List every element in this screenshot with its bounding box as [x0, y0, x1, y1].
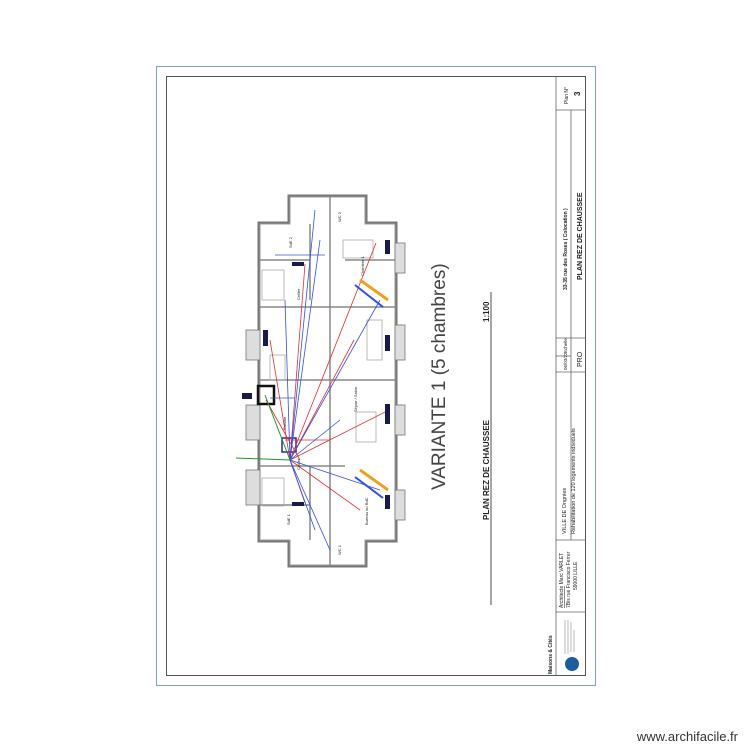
- room-label: Cellier: [296, 288, 301, 300]
- airflow-arrows: [354, 278, 389, 499]
- room-label: Bureau ou RdC: [364, 497, 369, 525]
- architect-address: 7Bis rue Francisco Ferrer: [566, 551, 572, 608]
- sheet-title: PLAN REZ DE CHAUSSEE: [577, 192, 584, 280]
- floor-plan: SdE 2 WC 2 Chambre 1 Cellier Séjour / Sa…: [235, 194, 406, 568]
- room-label: Chambre 1: [360, 255, 365, 276]
- plan-number-label: Plan N°: [564, 87, 570, 104]
- room-label: SdE 2: [288, 236, 293, 248]
- architect-label: Architecte: [559, 586, 565, 608]
- variant-title: VARIANTE 1 (5 chambres): [429, 263, 450, 490]
- architect-line: Architecte Marc VARLET: [559, 553, 565, 608]
- room-label: SdE 1: [286, 513, 291, 525]
- room-label: WC 1: [337, 544, 342, 555]
- client: VILLE DE Ongnies: [562, 488, 568, 534]
- phase: PRO: [577, 351, 584, 367]
- date: 06/03/22: [563, 352, 568, 370]
- plan-number: 3: [573, 91, 582, 96]
- room-label: WC 2: [337, 211, 342, 222]
- sheet-inner-border: [166, 76, 586, 676]
- logo-text-lines: [564, 620, 575, 654]
- room-label: Séjour / Salon: [353, 387, 358, 412]
- title-block: [555, 76, 586, 676]
- plan-scale: 1:100: [482, 301, 491, 322]
- architect-city: 59000 LILLE: [573, 561, 579, 590]
- room-label: Cuisine: [282, 416, 287, 430]
- address: 33-35 rue des Roses ( Colocation ): [563, 208, 569, 290]
- scale-label: Echelle: [563, 338, 568, 353]
- watermark: www.archifacile.fr: [636, 729, 738, 744]
- company-name: Maisons & Cités: [548, 635, 554, 674]
- project: Réhabilitation de 120 logements individu…: [571, 428, 577, 534]
- extract-ducts: [270, 209, 381, 551]
- outdoor-duct: [235, 457, 291, 461]
- room-label: Cellier: [296, 458, 301, 470]
- plan-title: PLAN REZ DE CHAUSSEE: [482, 419, 491, 520]
- company-logo: [565, 657, 579, 671]
- architect-name: Marc VARLET: [559, 553, 565, 585]
